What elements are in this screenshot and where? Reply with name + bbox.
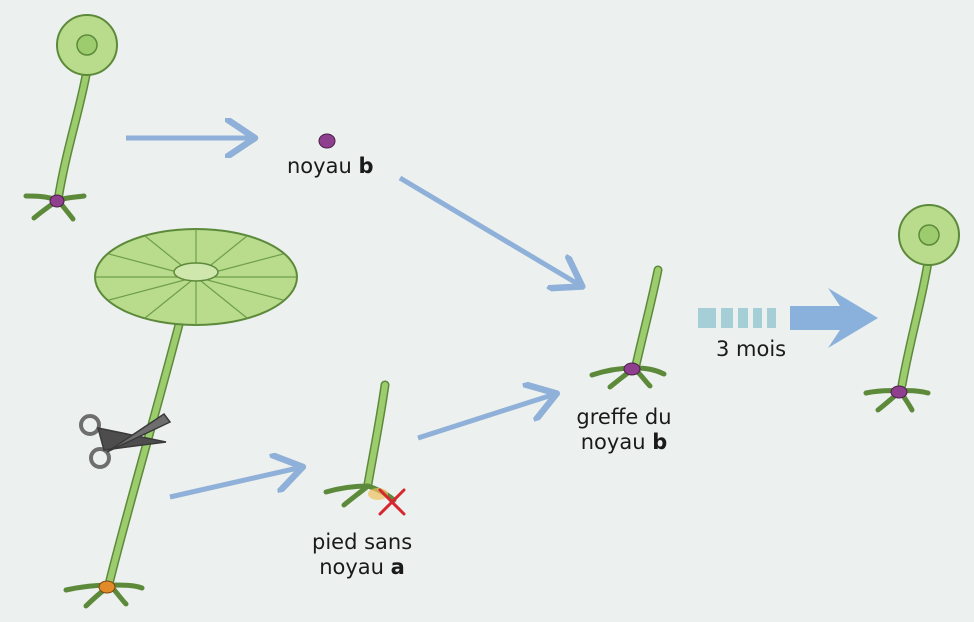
- cap-large-umbrella: [94, 228, 298, 326]
- nucleus-b-grafted: [623, 362, 641, 376]
- arrow-to-foot: [169, 468, 298, 500]
- nucleus-b-regenerated: [890, 385, 908, 399]
- label-greffe: greffe du noyau b: [576, 405, 672, 454]
- label-duration: 3 mois: [716, 337, 787, 361]
- nucleus-a-bottom-left: [98, 580, 116, 594]
- nucleus-b-top-left: [49, 194, 65, 208]
- alga-donor-b: [23, 14, 118, 222]
- label-pied-sans-noyau: pied sans noyau a: [312, 530, 413, 579]
- grafted-foot: [589, 265, 667, 390]
- arrow-nucleus-to-graft: [398, 175, 578, 284]
- arrow-foot-to-graft: [417, 395, 552, 441]
- scissors-icon: [79, 412, 172, 469]
- cap-small-regenerated: [898, 204, 960, 266]
- alga-donor-a: [63, 228, 298, 609]
- alga-regenerated: [863, 204, 960, 413]
- label-noyau-b: noyau b: [287, 154, 374, 178]
- cap-small-top-left: [56, 14, 118, 76]
- time-arrow-icon: [698, 288, 878, 348]
- nucleus-b-isolated: [318, 133, 336, 149]
- foot-without-nucleus: [323, 380, 406, 516]
- cross-mark-icon: [378, 488, 406, 516]
